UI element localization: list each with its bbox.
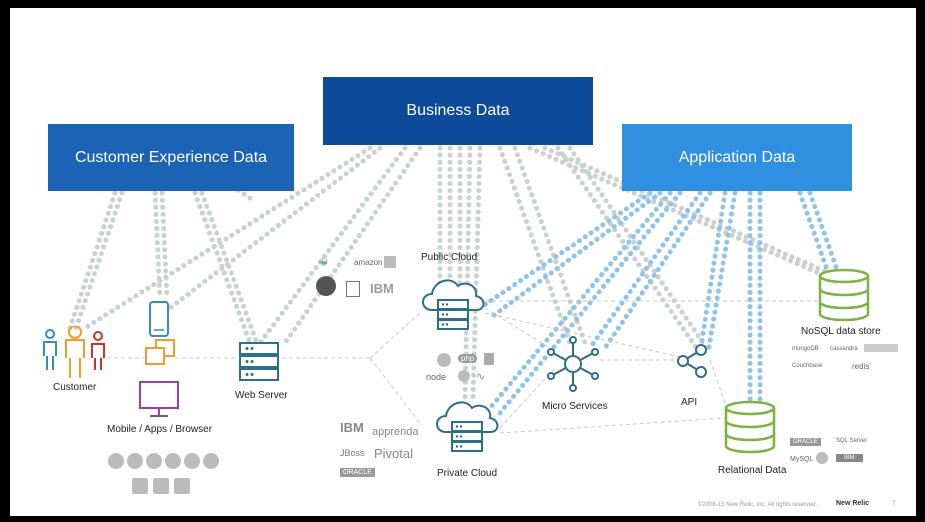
customer-experience-data-header: Customer Experience Data	[48, 124, 294, 191]
ruby-logo	[484, 353, 494, 365]
mobile-apps-browser-icon	[139, 301, 179, 417]
micro-services-icon	[547, 336, 599, 392]
oracle-weblogic-logo: ORACLE	[340, 468, 375, 477]
connection-lines	[67, 145, 843, 434]
postgresql-logo	[816, 452, 828, 464]
chrome-icon	[146, 453, 162, 469]
oracle-db-logo: ORACLE	[790, 438, 821, 446]
android-icon	[108, 453, 124, 469]
mobile-label: Mobile / Apps / Browser	[107, 424, 213, 435]
ie-icon	[184, 453, 200, 469]
heroku-logo	[346, 281, 360, 297]
python-logo	[437, 353, 451, 367]
nodejs-logo: node	[426, 372, 447, 382]
public-cloud-label: Public Cloud	[421, 252, 478, 263]
new-relic-logo: New Relic	[836, 500, 870, 507]
cassandra-logo: cassandra	[830, 346, 858, 352]
firefox-icon	[165, 453, 181, 469]
web-server-icon	[239, 342, 279, 381]
api-icon	[677, 344, 707, 378]
apple-icon	[127, 453, 143, 469]
java-logo	[458, 370, 470, 382]
public-cloud-icon	[422, 279, 485, 330]
page-number: 7	[892, 501, 896, 507]
customer-label: Customer	[53, 382, 97, 393]
openshift-logo	[316, 276, 336, 296]
ibm-db2-logo: IBM	[836, 454, 863, 462]
dotnet-logo: ∿	[476, 371, 486, 383]
application-data-header: Application Data	[622, 124, 852, 191]
business-data-header: Business Data	[323, 77, 593, 145]
jboss-logo: JBoss	[340, 448, 365, 458]
nosql-database-icon	[818, 268, 870, 322]
relational-database-icon	[724, 400, 776, 454]
windows-icon	[153, 478, 169, 494]
ibm-websphere-logo: IBM	[340, 420, 364, 435]
nosql-label: NoSQL data store	[801, 326, 881, 337]
couchbase-logo: Couchbase	[792, 363, 823, 369]
sql-server-logo: SQL Server	[836, 438, 868, 444]
docker-logo: 🐳	[318, 258, 328, 267]
api-label: API	[681, 397, 698, 408]
customer-people-icon	[43, 326, 105, 378]
amazon-logo: amazon	[354, 258, 383, 267]
php-logo: php	[458, 354, 478, 363]
safari-icon	[203, 453, 219, 469]
private-cloud-label: Private Cloud	[437, 468, 498, 479]
angular-icon	[132, 478, 148, 494]
pivotal-logo: Pivotal	[374, 446, 414, 461]
elasticsearch-logo	[864, 344, 898, 352]
slide: Customer Experience Data Business Data A…	[10, 8, 916, 516]
private-cloud-icon	[436, 401, 499, 452]
windows-azure-logo	[384, 256, 396, 268]
micro-services-label: Micro Services	[542, 401, 608, 412]
web-server-label: Web Server	[235, 390, 288, 401]
copyright-text: ©2008-15 New Relic, Inc. All rights rese…	[698, 502, 818, 508]
redis-logo: redis	[852, 362, 870, 371]
ibm-logo: IBM	[370, 281, 394, 296]
apprenda-logo: apprenda	[372, 426, 419, 438]
relational-label: Relational Data	[718, 465, 787, 476]
mongodb-logo: mongoDB	[792, 346, 819, 352]
html5-icon	[174, 478, 190, 494]
mysql-logo: MySQL	[790, 456, 814, 463]
